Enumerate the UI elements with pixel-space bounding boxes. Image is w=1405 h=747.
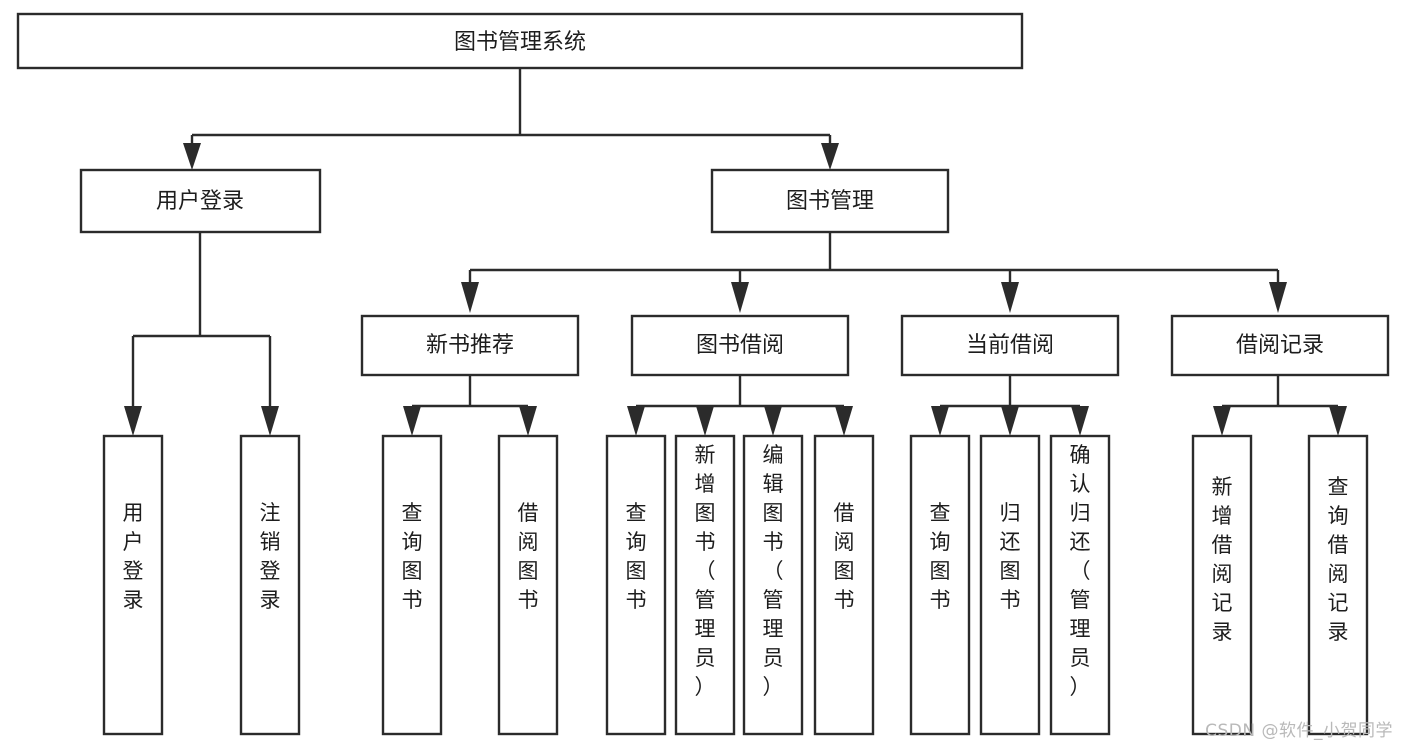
- node-borrow-record[interactable]: 借阅记录: [1170, 314, 1390, 377]
- leaf-current-borrow-3-box[interactable]: [1049, 434, 1111, 736]
- leaf-current-borrow-3[interactable]: 确认归还（管理员）: [1049, 434, 1111, 736]
- leaf-book-borrow-1-label: 查询图书: [626, 501, 647, 612]
- node-new-book-recommend-label: 新书推荐: [426, 333, 514, 358]
- leaf-book-borrow-1-box[interactable]: [605, 434, 667, 736]
- node-borrow-record-label: 借阅记录: [1236, 333, 1324, 358]
- leaf-borrow-record-2-label: 查询借阅记录: [1328, 475, 1349, 644]
- leaf-book-borrow-3[interactable]: 编辑图书（管理员）: [742, 434, 804, 736]
- arrow-root-to-bookmgmt: [821, 143, 839, 170]
- node-user-login-label: 用户登录: [156, 189, 244, 214]
- arrow-record-leaf-2: [1329, 406, 1347, 436]
- node-root[interactable]: 图书管理系统: [16, 12, 1024, 70]
- watermark-text: CSDN @软件_小贺同学: [1205, 721, 1393, 741]
- leaf-borrow-record-1-label: 新增借阅记录: [1212, 475, 1233, 644]
- leaf-new-book-2-box[interactable]: [497, 434, 559, 736]
- leaf-user-login-1[interactable]: 用户登录: [102, 434, 164, 736]
- arrow-borrow-leaf-1: [627, 406, 645, 436]
- leaf-new-book-1[interactable]: 查询图书: [381, 434, 443, 736]
- leaf-book-borrow-1[interactable]: 查询图书: [605, 434, 667, 736]
- connector-group-root: [183, 68, 839, 170]
- leaf-current-borrow-2[interactable]: 归还图书: [979, 434, 1041, 736]
- leaf-borrow-record-1[interactable]: 新增借阅记录: [1191, 434, 1253, 736]
- arrow-borrow-leaf-2: [696, 406, 714, 436]
- arrow-bookmgmt-to-record: [1269, 282, 1287, 313]
- leaf-current-borrow-3-label: 确认归还（管理员）: [1070, 443, 1091, 699]
- connector-group-bookmgmt: [461, 232, 1287, 313]
- arrow-borrow-leaf-3: [764, 406, 782, 436]
- node-book-borrow-box[interactable]: [630, 314, 850, 377]
- leaf-new-book-2-label: 借阅图书: [518, 501, 539, 612]
- node-book-borrow-label: 图书借阅: [696, 333, 784, 358]
- node-new-book-recommend[interactable]: 新书推荐: [360, 314, 580, 377]
- node-user-login-box[interactable]: [79, 168, 322, 234]
- leaf-book-borrow-2-box[interactable]: [674, 434, 736, 736]
- connector-group-record: [1213, 375, 1347, 436]
- leaf-book-borrow-2-label: 新增图书（管理员）: [695, 443, 716, 699]
- node-user-login[interactable]: 用户登录: [79, 168, 322, 234]
- leaf-new-book-2[interactable]: 借阅图书: [497, 434, 559, 736]
- leaf-user-login-1-label: 用户登录: [123, 501, 144, 612]
- node-new-book-recommend-box[interactable]: [360, 314, 580, 377]
- arrow-root-to-userlogin: [183, 143, 201, 170]
- leaf-new-book-1-label: 查询图书: [402, 501, 423, 612]
- node-current-borrow-box[interactable]: [900, 314, 1120, 377]
- arrow-bookmgmt-to-current: [1001, 282, 1019, 313]
- node-current-borrow[interactable]: 当前借阅: [900, 314, 1120, 377]
- leaf-current-borrow-1[interactable]: 查询图书: [909, 434, 971, 736]
- node-book-management-label: 图书管理: [786, 189, 874, 214]
- arrow-current-leaf-3: [1071, 406, 1089, 436]
- connector-group-current: [931, 375, 1089, 436]
- connector-group-borrow: [627, 375, 853, 436]
- node-book-borrow[interactable]: 图书借阅: [630, 314, 850, 377]
- arrow-newbook-leaf-1: [403, 406, 421, 436]
- arrow-userlogin-leaf-2: [261, 406, 279, 436]
- leaf-new-book-1-box[interactable]: [381, 434, 443, 736]
- node-borrow-record-box[interactable]: [1170, 314, 1390, 377]
- node-book-management[interactable]: 图书管理: [710, 168, 950, 234]
- leaf-user-login-2[interactable]: 注销登录: [239, 434, 301, 736]
- leaf-borrow-record-1-box[interactable]: [1191, 434, 1253, 736]
- leaf-book-borrow-4[interactable]: 借阅图书: [813, 434, 875, 736]
- arrow-borrow-leaf-4: [835, 406, 853, 436]
- leaf-current-borrow-2-box[interactable]: [979, 434, 1041, 736]
- leaf-borrow-record-2[interactable]: 查询借阅记录: [1307, 434, 1369, 736]
- leaf-book-borrow-4-box[interactable]: [813, 434, 875, 736]
- node-root-label: 图书管理系统: [454, 30, 586, 55]
- leaf-current-borrow-2-label: 归还图书: [1000, 501, 1021, 612]
- node-book-management-box[interactable]: [710, 168, 950, 234]
- arrow-bookmgmt-to-borrow: [731, 282, 749, 313]
- connector-group-newbook: [403, 375, 537, 436]
- leaf-book-borrow-3-label: 编辑图书（管理员）: [763, 443, 784, 699]
- arrow-current-leaf-2: [1001, 406, 1019, 436]
- arrow-current-leaf-1: [931, 406, 949, 436]
- leaf-user-login-2-box[interactable]: [239, 434, 301, 736]
- leaf-book-borrow-3-box[interactable]: [742, 434, 804, 736]
- leaf-current-borrow-1-label: 查询图书: [930, 501, 951, 612]
- leaf-current-borrow-1-box[interactable]: [909, 434, 971, 736]
- node-current-borrow-label: 当前借阅: [966, 333, 1054, 358]
- leaf-user-login-1-box[interactable]: [102, 434, 164, 736]
- leaf-book-borrow-2[interactable]: 新增图书（管理员）: [674, 434, 736, 736]
- leaf-user-login-2-label: 注销登录: [260, 501, 281, 612]
- leaf-borrow-record-2-box[interactable]: [1307, 434, 1369, 736]
- connector-group-userlogin: [124, 232, 279, 436]
- node-root-box[interactable]: [16, 12, 1024, 70]
- arrow-bookmgmt-to-newbook: [461, 282, 479, 313]
- arrow-record-leaf-1: [1213, 406, 1231, 436]
- arrow-newbook-leaf-2: [519, 406, 537, 436]
- leaf-book-borrow-4-label: 借阅图书: [834, 501, 855, 612]
- arrow-userlogin-leaf-1: [124, 406, 142, 436]
